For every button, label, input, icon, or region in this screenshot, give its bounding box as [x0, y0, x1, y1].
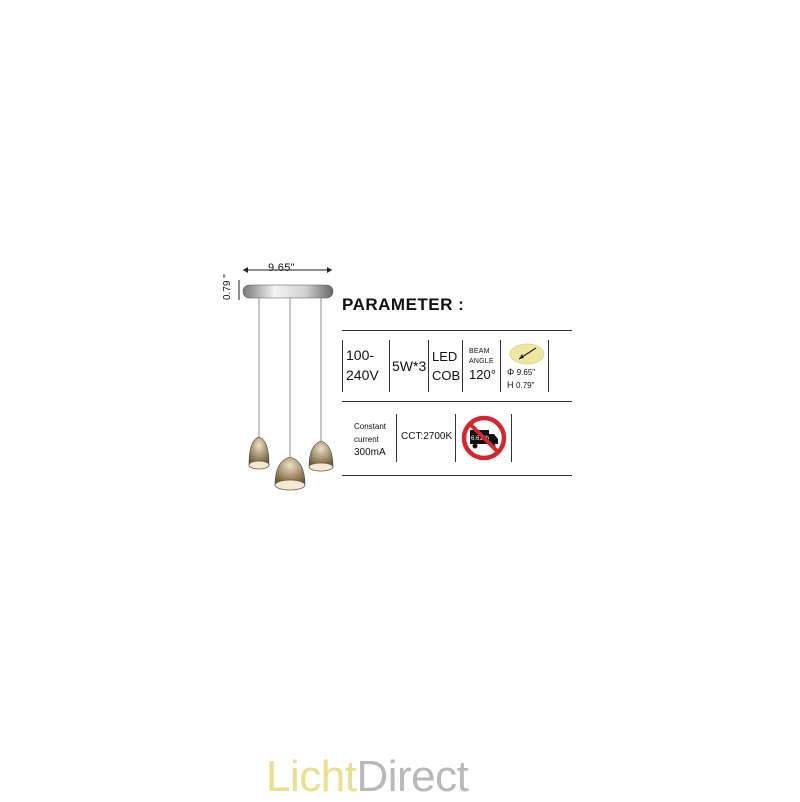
power-value: 5W*3 — [392, 358, 427, 374]
cell-divider — [511, 414, 512, 462]
cell-divider — [396, 414, 397, 462]
cell-divider — [455, 414, 456, 462]
no-truck-weight-icon: 6.61 lb — [461, 415, 507, 461]
width-dimension-label: 9.65" — [268, 262, 295, 274]
table-middle-divider — [342, 401, 572, 402]
beam-angle-icon — [509, 343, 545, 365]
cell-divider — [342, 340, 343, 392]
table-bottom-divider — [342, 475, 572, 476]
table-top-divider — [342, 330, 572, 331]
beam-angle-value: BEAM ANGLE 120° — [469, 348, 496, 382]
svg-text:6.61 lb: 6.61 lb — [471, 436, 490, 442]
cct-value: CCT:2700K — [401, 431, 453, 442]
cell-divider — [462, 340, 463, 392]
led-type-value: LED COB — [432, 349, 461, 383]
cell-divider — [389, 340, 390, 392]
lichtdirect-logo: LichtDirect — [266, 752, 469, 801]
current-value: Constant current 300mA — [354, 422, 387, 458]
cell-divider — [428, 340, 429, 392]
parameter-title: PARAMETER : — [342, 295, 465, 314]
voltage-value: 100- 240V — [346, 347, 379, 383]
pendant-lamp-image — [238, 267, 334, 491]
size-values: Φ 9.65" H 0.79" — [507, 367, 536, 390]
cell-divider — [500, 340, 501, 392]
cell-divider — [548, 340, 549, 392]
